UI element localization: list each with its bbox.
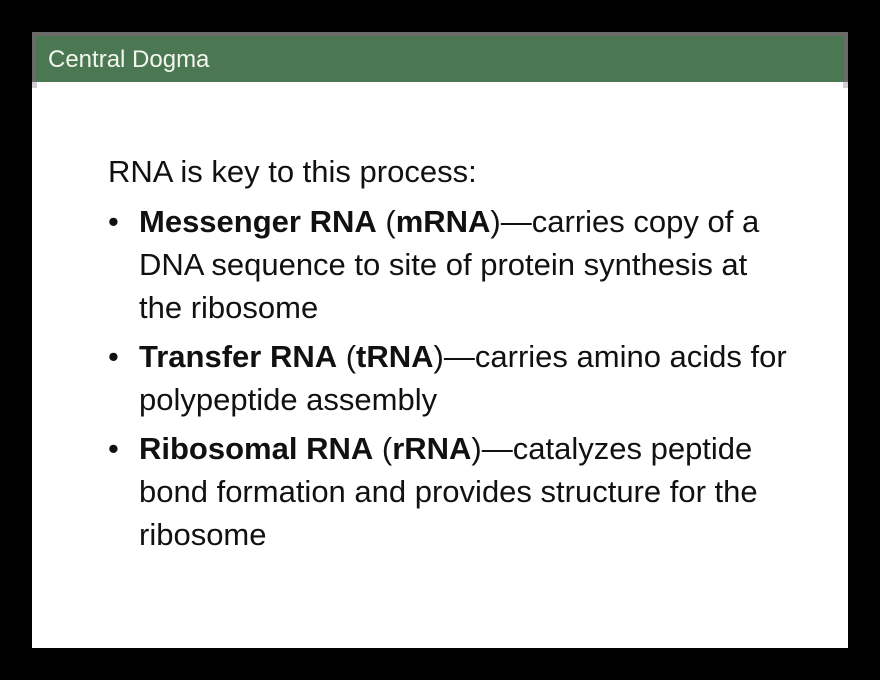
bullet-desc: —catalyzes peptide bond formation and pr… xyxy=(139,431,758,552)
resize-handle-left xyxy=(32,82,37,88)
bullet-abbr: tRNA xyxy=(356,339,434,374)
paren-open: ( xyxy=(376,204,396,239)
bullet-term: Ribosomal RNA xyxy=(139,431,374,466)
slide-title: Central Dogma xyxy=(48,46,210,73)
intro-text: RNA is key to this process: xyxy=(108,154,477,189)
bullet-marker: • xyxy=(108,431,119,466)
paren-open: ( xyxy=(337,339,357,374)
slide: Central Dogma RNA is key to this process… xyxy=(32,32,848,648)
slide-header: Central Dogma xyxy=(32,32,848,82)
bullet-mrna: • Messenger RNA (mRNA)—carries copy of a… xyxy=(108,200,788,329)
bullet-marker: • xyxy=(108,339,119,374)
paren-close: ) xyxy=(433,339,444,374)
bullet-term: Transfer RNA xyxy=(139,339,338,374)
bullet-desc: —carries amino acids for polypeptide ass… xyxy=(139,339,787,417)
bullet-rrna: • Ribosomal RNA (rRNA)—catalyzes peptide… xyxy=(108,427,788,556)
bullet-desc: —carries copy of a DNA sequence to site … xyxy=(139,204,760,325)
bullet-abbr: rRNA xyxy=(392,431,472,466)
paren-close: ) xyxy=(471,431,482,466)
bullet-term: Messenger RNA xyxy=(139,204,377,239)
paren-open: ( xyxy=(373,431,393,466)
resize-handle-right xyxy=(843,82,848,88)
bullet-trna: • Transfer RNA (tRNA)—carries amino acid… xyxy=(108,335,788,421)
paren-close: ) xyxy=(490,204,501,239)
slide-body: RNA is key to this process: • Messenger … xyxy=(108,150,788,562)
bullet-marker: • xyxy=(108,204,119,239)
bullet-abbr: mRNA xyxy=(395,204,491,239)
